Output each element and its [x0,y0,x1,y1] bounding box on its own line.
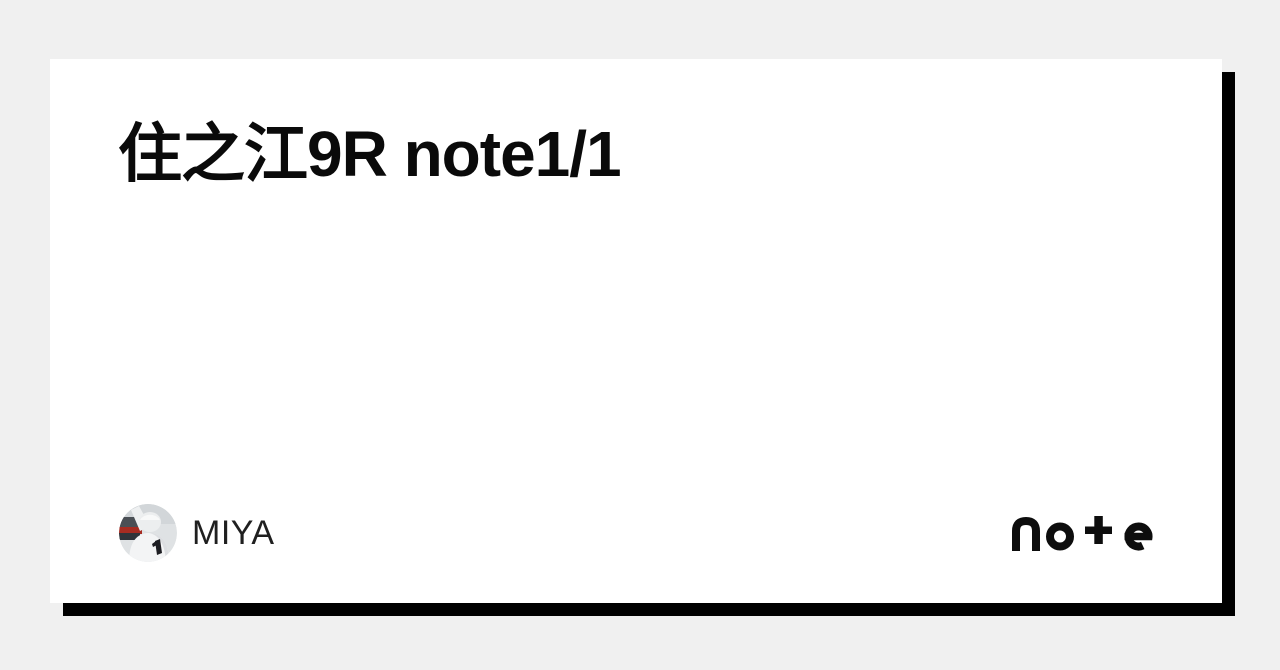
note-logo-icon [1012,515,1155,551]
author-name: MIYA [192,513,275,552]
avatar [119,504,177,562]
footer-row: MIYA [119,504,1155,562]
page-title: 住之江9R note1/1 [118,118,622,190]
author-row: MIYA [119,504,275,562]
article-card: 住之江9R note1/1 [50,59,1222,603]
